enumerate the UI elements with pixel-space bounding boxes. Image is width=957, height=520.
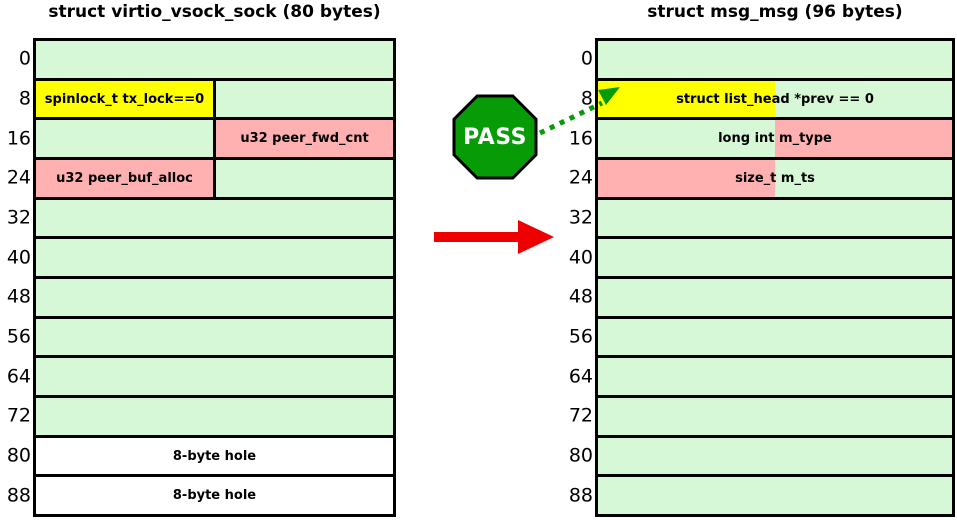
field-label: struct list_head *prev == 0 bbox=[676, 91, 874, 107]
field-label: 8-byte hole bbox=[172, 488, 257, 504]
offset-label: 80 bbox=[6, 444, 31, 467]
empty-cell bbox=[598, 477, 952, 515]
offset-label: 32 bbox=[6, 206, 31, 229]
empty-cell bbox=[216, 160, 393, 197]
empty-cell bbox=[36, 318, 393, 356]
offset-label: 32 bbox=[568, 206, 593, 229]
byte-row: 88 8-byte hole bbox=[7, 477, 393, 515]
byte-row: 72 bbox=[7, 398, 393, 438]
field-label: u32 peer_fwd_cnt bbox=[240, 131, 369, 147]
empty-cell bbox=[598, 437, 952, 475]
pass-badge: PASS bbox=[452, 94, 538, 180]
field-cell: spinlock_t tx_lock==0 bbox=[36, 80, 216, 118]
offset-label: 8 bbox=[18, 87, 31, 110]
field-cell: 8-byte hole bbox=[36, 477, 393, 515]
byte-row: 80 bbox=[569, 437, 952, 478]
field-cell: u32 peer_fwd_cnt bbox=[216, 120, 393, 158]
offset-label: 0 bbox=[18, 47, 31, 70]
empty-cell bbox=[36, 120, 216, 158]
empty-cell bbox=[36, 398, 393, 435]
offset-label: 64 bbox=[568, 365, 593, 388]
byte-row: 80 8-byte hole bbox=[7, 437, 393, 478]
empty-cell bbox=[598, 279, 952, 316]
byte-row: 16 u32 peer_fwd_cnt bbox=[7, 120, 393, 161]
field-cell: long int m_type bbox=[598, 120, 952, 158]
offset-label: 16 bbox=[568, 127, 593, 150]
field-cell: size_t m_ts bbox=[598, 160, 952, 197]
byte-row: 0 bbox=[19, 41, 393, 81]
field-label: spinlock_t tx_lock==0 bbox=[44, 91, 205, 107]
byte-row: 56 bbox=[569, 318, 952, 359]
offset-label: 40 bbox=[6, 246, 31, 269]
empty-cell bbox=[598, 398, 952, 435]
empty-cell bbox=[598, 318, 952, 356]
memory-map-right: 0 8 struct list_head *prev == 0 16 long int … bbox=[569, 38, 955, 517]
empty-cell bbox=[598, 199, 952, 237]
field-label: long int m_type bbox=[718, 131, 832, 147]
byte-row: 88 bbox=[569, 477, 952, 515]
byte-row: 32 bbox=[7, 199, 393, 240]
offset-label: 80 bbox=[568, 444, 593, 467]
byte-row: 48 bbox=[569, 279, 952, 319]
offset-label: 88 bbox=[6, 484, 31, 507]
byte-row: 72 bbox=[569, 398, 952, 438]
byte-row: 0 bbox=[581, 41, 952, 81]
byte-row: 40 bbox=[569, 239, 952, 280]
empty-cell bbox=[36, 358, 393, 396]
byte-row: 64 bbox=[569, 358, 952, 399]
byte-row: 8 struct list_head *prev == 0 bbox=[581, 80, 952, 121]
transform-arrow-icon bbox=[434, 220, 554, 254]
offset-label: 48 bbox=[568, 285, 593, 308]
field-cell: 8-byte hole bbox=[36, 437, 393, 475]
left-struct-title: struct virtio_vsock_sock (80 bytes) bbox=[48, 2, 381, 22]
byte-row: 24 u32 peer_buf_alloc bbox=[7, 160, 393, 200]
octagon-icon bbox=[452, 94, 538, 180]
offset-label: 88 bbox=[568, 484, 593, 507]
field-cell: u32 peer_buf_alloc bbox=[36, 160, 216, 197]
byte-row: 24 size_t m_ts bbox=[569, 160, 952, 200]
field-label: size_t m_ts bbox=[735, 170, 815, 186]
byte-row: 56 bbox=[7, 318, 393, 359]
empty-cell bbox=[598, 41, 952, 78]
byte-row: 40 bbox=[7, 239, 393, 280]
byte-row: 64 bbox=[7, 358, 393, 399]
offset-label: 48 bbox=[6, 285, 31, 308]
empty-cell bbox=[36, 199, 393, 237]
offset-label: 8 bbox=[580, 87, 593, 110]
empty-cell bbox=[36, 279, 393, 316]
right-struct-title: struct msg_msg (96 bytes) bbox=[647, 2, 903, 22]
offset-label: 72 bbox=[6, 404, 31, 427]
offset-label: 24 bbox=[568, 166, 593, 189]
empty-cell bbox=[216, 80, 393, 118]
offset-label: 56 bbox=[568, 325, 593, 348]
empty-cell bbox=[598, 358, 952, 396]
offset-label: 0 bbox=[580, 47, 593, 70]
empty-cell bbox=[36, 239, 393, 277]
empty-cell bbox=[598, 239, 952, 277]
offset-label: 72 bbox=[568, 404, 593, 427]
byte-row: 8 spinlock_t tx_lock==0 bbox=[19, 80, 393, 121]
byte-row: 16 long int m_type bbox=[569, 120, 952, 161]
empty-cell bbox=[36, 41, 393, 78]
field-cell: struct list_head *prev == 0 bbox=[598, 80, 952, 118]
field-label: 8-byte hole bbox=[172, 448, 257, 464]
offset-label: 16 bbox=[6, 127, 31, 150]
offset-label: 56 bbox=[6, 325, 31, 348]
offset-label: 64 bbox=[6, 365, 31, 388]
memory-map-left: 0 8 spinlock_t tx_lock==0 16 u32 peer_fwd_cn… bbox=[7, 38, 396, 517]
field-label: u32 peer_buf_alloc bbox=[56, 170, 193, 186]
offset-label: 24 bbox=[6, 166, 31, 189]
offset-label: 40 bbox=[568, 246, 593, 269]
byte-row: 32 bbox=[569, 199, 952, 240]
byte-row: 48 bbox=[7, 279, 393, 319]
pass-badge-label: PASS bbox=[463, 124, 527, 150]
